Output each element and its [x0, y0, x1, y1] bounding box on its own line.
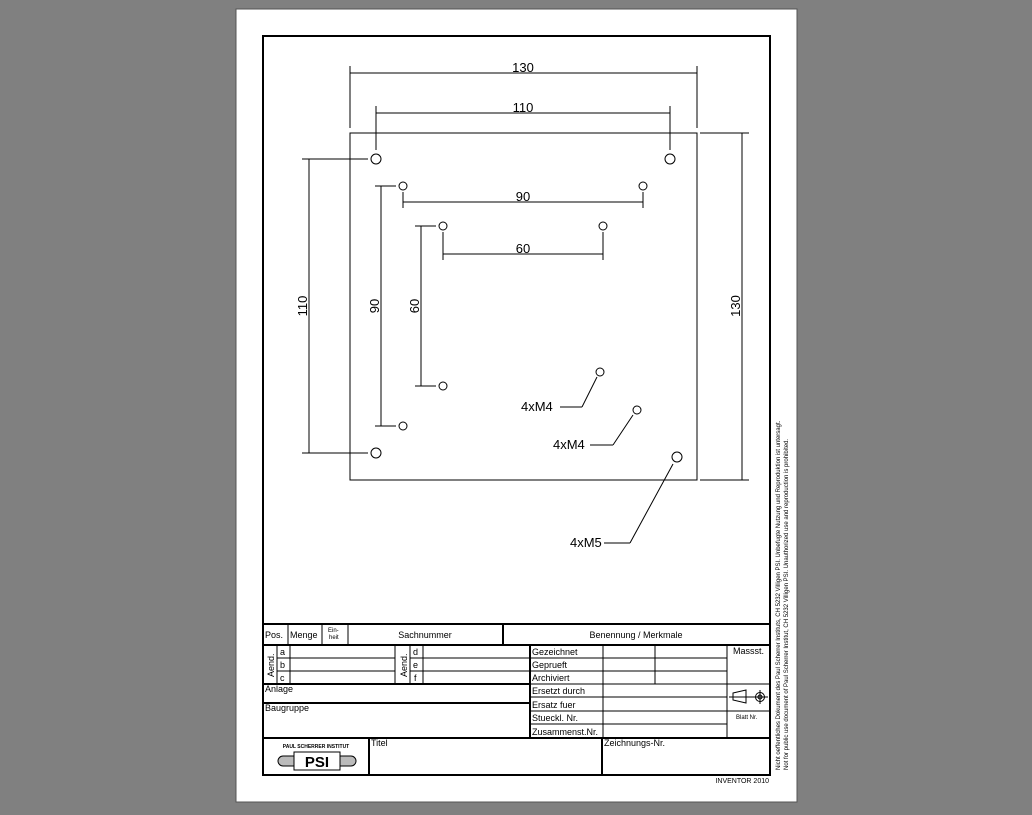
dimension-lines: [302, 66, 749, 481]
svg-text:PAUL SCHERRER INSTITUT: PAUL SCHERRER INSTITUT: [283, 744, 349, 750]
row-ersetzt-durch: Ersetzt durch: [532, 686, 585, 696]
dim-width-130: 130: [512, 60, 534, 75]
svg-text:d: d: [413, 647, 418, 657]
titel-label: Titel: [371, 738, 388, 748]
zeichnungs-nr-label: Zeichnungs-Nr.: [604, 738, 665, 748]
leader-line: [629, 463, 674, 544]
leader-line: [581, 376, 598, 408]
callout-m5: 4xM5: [570, 535, 602, 550]
psi-logo: PAUL SCHERRER INSTITUT PSI: [277, 744, 357, 771]
dim-width-60: 60: [516, 241, 530, 256]
anlage-label: Anlage: [265, 684, 293, 694]
svg-text:b: b: [280, 660, 285, 670]
holes-m4-60: [438, 221, 608, 391]
plate-outline: [349, 132, 698, 481]
dim-height-110: 110: [295, 296, 310, 317]
software-label: INVENTOR 2010: [715, 778, 769, 785]
holes-m5: [370, 153, 683, 463]
dim-height-60: 60: [407, 299, 422, 313]
paper: [235, 8, 798, 803]
aend-label: Aend.: [399, 653, 409, 677]
header-pos: Pos.: [265, 630, 283, 640]
massstab-label: Massst.: [733, 646, 764, 656]
title-block: Pos. Menge Ein- heit Sachnummer Benennun…: [263, 623, 770, 785]
header-einheit: Ein-: [328, 628, 339, 634]
row-geprueft: Geprueft: [532, 660, 568, 670]
row-archiviert: Archiviert: [532, 673, 570, 683]
drawing-border: [262, 35, 771, 776]
dim-height-90: 90: [367, 299, 382, 313]
header-sachnummer: Sachnummer: [398, 630, 452, 640]
svg-text:f: f: [414, 673, 417, 683]
svg-text:e: e: [413, 660, 418, 670]
leader-line: [612, 414, 634, 446]
header-menge: Menge: [290, 630, 318, 640]
header-benennung: Benennung / Merkmale: [589, 630, 682, 640]
notice-english: Not for public use document of Paul Sche…: [784, 439, 790, 770]
svg-text:heit: heit: [329, 635, 339, 641]
projection-symbol-icon: [729, 689, 768, 704]
svg-text:a: a: [280, 647, 285, 657]
holes-m4-90: [398, 181, 648, 431]
svg-text:PSI: PSI: [305, 754, 329, 771]
row-stueckl: Stueckl. Nr.: [532, 713, 578, 723]
blatt-label: Blatt Nr.: [736, 715, 758, 721]
dim-height-130: 130: [728, 295, 743, 317]
dim-width-110: 110: [513, 100, 534, 115]
aend-label: Aend.: [266, 653, 276, 677]
callout-m4-inner: 4xM4: [521, 399, 553, 414]
svg-text:c: c: [280, 673, 285, 683]
notice-german: Nicht oeffentliches Dokument des Paul Sc…: [776, 420, 782, 770]
callout-m4-outer: 4xM4: [553, 437, 585, 452]
row-zusammenst: Zusammenst.Nr.: [532, 727, 598, 737]
baugruppe-label: Baugruppe: [265, 703, 309, 713]
dim-width-90: 90: [516, 189, 530, 204]
row-ersatz-fuer: Ersatz fuer: [532, 700, 576, 710]
row-gezeichnet: Gezeichnet: [532, 647, 578, 657]
